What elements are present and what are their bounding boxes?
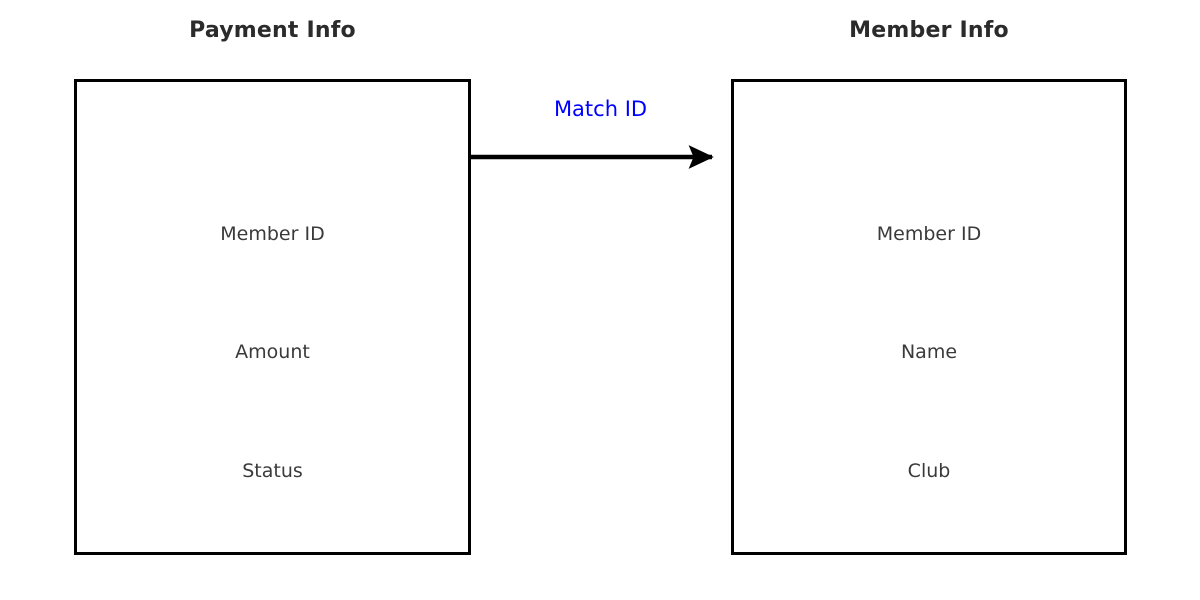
field-payment-amount: Amount (235, 341, 310, 363)
entity-box-member[interactable]: Member ID Name Club (731, 79, 1127, 555)
panel-title-member: Member Info (849, 18, 1009, 43)
panel-title-payment: Payment Info (189, 18, 356, 43)
field-member-club: Club (907, 460, 951, 482)
field-member-member-id: Member ID (876, 223, 982, 245)
connector-label-match-id: Match ID (553, 97, 648, 121)
entity-box-payment[interactable]: Member ID Amount Status (74, 79, 471, 555)
field-member-name: Name (900, 341, 958, 363)
field-payment-status: Status (242, 460, 303, 482)
field-payment-member-id: Member ID (220, 223, 325, 245)
